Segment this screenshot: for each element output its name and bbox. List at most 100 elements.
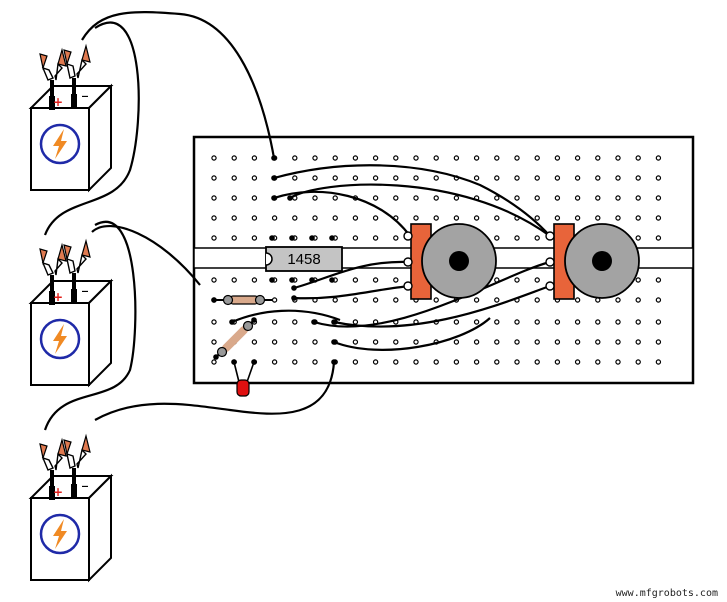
breadboard-hole bbox=[231, 277, 237, 283]
breadboard-hole bbox=[655, 359, 662, 365]
breadboard-hole bbox=[433, 359, 439, 365]
battery-positive-label: + bbox=[53, 95, 63, 109]
breadboard-hole bbox=[271, 339, 278, 345]
battery-negative-label: _ bbox=[82, 278, 88, 293]
wire-endpoint bbox=[287, 195, 293, 201]
breadboard-hole bbox=[595, 339, 601, 345]
lightning-bolt-icon bbox=[39, 318, 81, 360]
wire-low-5 bbox=[333, 284, 551, 328]
breadboard-hole bbox=[312, 215, 318, 221]
wire-endpoint bbox=[229, 319, 235, 325]
breadboard-hole bbox=[615, 359, 621, 365]
breadboard-hole bbox=[251, 277, 258, 283]
breadboard-hole bbox=[655, 339, 662, 345]
breadboard-hole bbox=[615, 297, 621, 303]
breadboard-hole bbox=[494, 235, 500, 241]
breadboard-hole bbox=[473, 215, 480, 221]
wire-battery2-to-battery3 bbox=[43, 220, 137, 431]
breadboard-hole bbox=[595, 195, 601, 201]
breadboard-hole bbox=[534, 155, 540, 161]
breadboard-hole bbox=[635, 155, 641, 161]
breadboard-hole bbox=[655, 215, 662, 221]
breadboard-hole bbox=[292, 215, 298, 221]
breadboard-hole bbox=[514, 277, 520, 283]
breadboard-hole bbox=[393, 235, 399, 241]
breadboard-hole bbox=[271, 319, 278, 325]
breadboard-hole bbox=[595, 155, 601, 161]
chip-pin bbox=[329, 235, 335, 241]
breadboard-hole bbox=[211, 359, 217, 365]
breadboard-hole bbox=[413, 359, 419, 365]
breadboard-hole bbox=[534, 359, 540, 365]
breadboard-hole bbox=[574, 155, 581, 161]
breadboard-hole bbox=[211, 319, 217, 325]
breadboard-hole bbox=[534, 319, 540, 325]
breadboard-hole bbox=[554, 195, 561, 201]
wires bbox=[43, 11, 551, 431]
breadboard-hole bbox=[534, 195, 540, 201]
breadboard-hole bbox=[393, 359, 399, 365]
wire-low-6 bbox=[333, 317, 491, 351]
breadboard-hole bbox=[231, 155, 237, 161]
wire-endpoint bbox=[291, 285, 297, 291]
breadboard-hole bbox=[514, 339, 520, 345]
breadboard-hole bbox=[251, 175, 258, 181]
breadboard-hole bbox=[574, 195, 581, 201]
chip-pin bbox=[289, 235, 295, 241]
wire-top-1 bbox=[273, 164, 551, 237]
breadboard-hole bbox=[372, 155, 379, 161]
breadboard-hole bbox=[372, 297, 379, 303]
breadboard-hole bbox=[312, 175, 318, 181]
breadboard-hole bbox=[595, 359, 601, 365]
lightning-bolt-icon bbox=[39, 513, 81, 555]
breadboard-hole bbox=[372, 277, 379, 283]
breadboard-hole bbox=[413, 195, 419, 201]
breadboard-hole bbox=[574, 297, 581, 303]
breadboard-hole bbox=[211, 195, 217, 201]
wire-battery1-to-board bbox=[81, 11, 276, 159]
breadboard-hole bbox=[292, 175, 298, 181]
breadboard-hole bbox=[635, 339, 641, 345]
alligator-clip-positive bbox=[39, 242, 67, 293]
breadboard-hole bbox=[292, 339, 298, 345]
potentiometer-2 bbox=[545, 223, 640, 300]
alligator-clip-negative bbox=[63, 433, 91, 486]
breadboard-hole bbox=[393, 297, 399, 303]
breadboard-hole bbox=[595, 215, 601, 221]
breadboard-hole bbox=[494, 155, 500, 161]
breadboard-hole bbox=[292, 359, 298, 365]
breadboard-hole bbox=[655, 277, 662, 283]
breadboard-hole bbox=[574, 319, 581, 325]
breadboard-hole bbox=[372, 215, 379, 221]
breadboard-hole bbox=[514, 175, 520, 181]
breadboard-hole bbox=[393, 277, 399, 283]
wire-low-3 bbox=[231, 309, 341, 324]
alligator-clip-negative bbox=[63, 43, 91, 96]
breadboard-hole bbox=[655, 235, 662, 241]
breadboard-hole bbox=[514, 235, 520, 241]
breadboard-hole bbox=[292, 155, 298, 161]
breadboard-hole bbox=[352, 359, 359, 365]
chip-label: 1458 bbox=[287, 251, 320, 268]
chip-pin bbox=[309, 277, 315, 283]
battery-3: +_ bbox=[28, 433, 114, 583]
wire-low-1 bbox=[293, 260, 411, 290]
breadboard-hole bbox=[393, 175, 399, 181]
breadboard-hole bbox=[211, 175, 217, 181]
breadboard-hole bbox=[534, 215, 540, 221]
breadboard-hole bbox=[494, 195, 500, 201]
breadboard-hole bbox=[251, 195, 258, 201]
breadboard-hole bbox=[453, 215, 460, 221]
breadboard-hole bbox=[534, 235, 540, 241]
breadboard-hole bbox=[211, 339, 217, 345]
wire-top-3 bbox=[289, 183, 551, 237]
breadboard-hole bbox=[433, 297, 439, 303]
breadboard-hole bbox=[473, 155, 480, 161]
breadboard-hole bbox=[574, 359, 581, 365]
breadboard-hole bbox=[372, 339, 379, 345]
chip-pin bbox=[269, 277, 275, 283]
breadboard-hole bbox=[514, 195, 520, 201]
breadboard-hole bbox=[534, 297, 540, 303]
breadboard-hole bbox=[413, 339, 419, 345]
breadboard-hole bbox=[615, 155, 621, 161]
